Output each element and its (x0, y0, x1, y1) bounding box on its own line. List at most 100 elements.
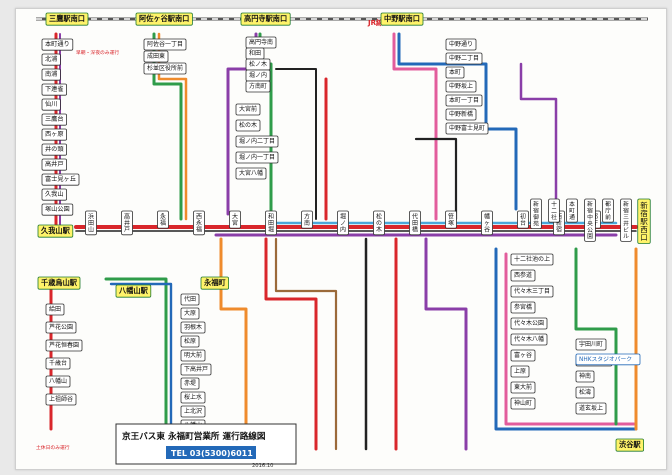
stop-box (41, 38, 74, 51)
stop-box (41, 128, 68, 141)
stop-char: 町 (569, 208, 575, 215)
stop-box (445, 80, 477, 93)
stop-box (143, 38, 187, 51)
stop-box (180, 307, 200, 320)
office-tel: TEL 03(5300)6011 (171, 449, 253, 458)
stop-shinjuku-row: 十二社 (548, 198, 560, 223)
stop-char: 松 (376, 212, 382, 220)
stop-text: 神南 (579, 372, 591, 380)
stop-char: 新 (587, 200, 593, 208)
stop-lower-center: 下高井戸 (180, 363, 212, 376)
stop-asagaya-col: 杉並区役所前 (143, 62, 187, 75)
stop-box (229, 210, 241, 229)
stop-left-col: 仙川 (41, 98, 61, 111)
stop-text: 大宮前 (239, 105, 257, 113)
stop-char: 井 (124, 219, 130, 227)
stop-text: 三鷹台 (45, 115, 64, 123)
stop-box (41, 83, 68, 96)
stop-main-row: 初台 (517, 210, 529, 229)
stop-shibuya-area: 松濤 (575, 386, 595, 399)
stop-text: 成田東 (147, 52, 165, 60)
stop-char: 田 (412, 220, 418, 227)
stop-main-row: 方南 (301, 210, 313, 229)
stop-box (637, 198, 651, 244)
stop-char: 社 (551, 213, 557, 221)
stop-text: 本町一丁目 (449, 96, 479, 104)
stop-lower-center: 大原 (180, 307, 200, 320)
stop-box (445, 122, 489, 135)
stop-senkawa-col: 芦花公園 (45, 321, 77, 334)
stop-box (37, 224, 74, 238)
stop-text: 高円寺南 (249, 38, 273, 46)
stop-box (510, 349, 536, 362)
stop-box (409, 210, 421, 236)
stop-box (445, 210, 457, 229)
stop-box (584, 198, 596, 242)
stop-left-col: 富士見ヶ丘 (41, 173, 80, 186)
stop-nakano-vertical: 中野坂上 (445, 80, 477, 93)
station-shibuya: 渋谷駅 (615, 438, 645, 452)
stop-text: 神山町 (514, 399, 532, 407)
stop-text: 西ヶ原 (45, 131, 64, 138)
stop-box (510, 365, 530, 378)
station-kugayama: 久我山駅 (37, 224, 74, 238)
stop-box (235, 135, 279, 148)
stop-char: 央 (587, 219, 593, 227)
route-shibuya-pink (504, 252, 636, 426)
stop-text: 赤堤 (184, 379, 196, 387)
stop-koenji-col: 和田 (245, 47, 265, 60)
stop-text: 代々木公園 (514, 319, 544, 327)
stop-senkawa-col: 給田 (45, 303, 65, 316)
stop-char: 新 (533, 200, 539, 208)
stop-box (602, 198, 614, 223)
stop-box (235, 103, 261, 116)
stop-char: 駅 (640, 217, 648, 226)
stop-char: 橋 (412, 226, 418, 234)
stop-char: ル (623, 234, 629, 240)
stop-char: 戸 (124, 227, 130, 234)
stop-char: 庁 (605, 207, 611, 215)
stop-char: ヶ (484, 220, 490, 227)
stop-box (45, 375, 71, 388)
stop-lower-center: 代田 (180, 293, 200, 306)
stop-text: 大原 (184, 309, 196, 317)
stop-asagaya-col: 成田東 (143, 50, 169, 63)
stop-char: 浜 (88, 212, 94, 220)
stop-box (265, 210, 277, 236)
stop-box (180, 363, 212, 376)
stop-text: 方南町 (249, 82, 267, 90)
stop-box (193, 210, 205, 236)
stop-right-lower: 参宮橋 (510, 301, 536, 314)
station-nakano: 中野駅南口 (380, 12, 424, 26)
stop-char: の (376, 220, 382, 227)
stop-text: 阿佐谷一丁目 (147, 40, 183, 48)
stop-main-row: 松の木 (373, 210, 385, 236)
stop-text: 渋谷駅 (619, 440, 641, 449)
stop-box (445, 52, 483, 65)
stop-char: ビ (623, 226, 629, 234)
stop-box (510, 397, 536, 410)
annotation-text: 早朝・深夜のみ運行 (76, 49, 119, 56)
stop-text: 本町 (449, 68, 461, 76)
stop-text: 八幡山 (49, 377, 67, 385)
stop-left-col: 三鷹台 (41, 113, 68, 126)
stop-text: 代々木八幡 (514, 335, 544, 343)
stop-text: 千歳台 (49, 359, 67, 367)
stop-left-col: 塚山公園 (41, 203, 74, 216)
stop-box (41, 188, 68, 201)
stop-box (180, 335, 200, 348)
stop-senkawa-col: 芦花恒春園 (45, 339, 83, 352)
route-shibuya-blue (494, 247, 638, 431)
stop-char: 田 (88, 220, 94, 227)
stop-char: 永 (160, 212, 166, 220)
stop-box (121, 210, 133, 236)
stop-text: 下高井戸 (184, 365, 208, 373)
stop-box (41, 203, 74, 216)
stop-text: 堀ノ内一丁目 (239, 153, 275, 161)
stop-text: 芦花公園 (49, 323, 73, 331)
stop-box (41, 113, 68, 126)
stop-char: 堀 (340, 212, 346, 220)
stop-char: 三 (623, 214, 629, 221)
stop-koenji-col: 堀ノ内 (245, 69, 271, 82)
